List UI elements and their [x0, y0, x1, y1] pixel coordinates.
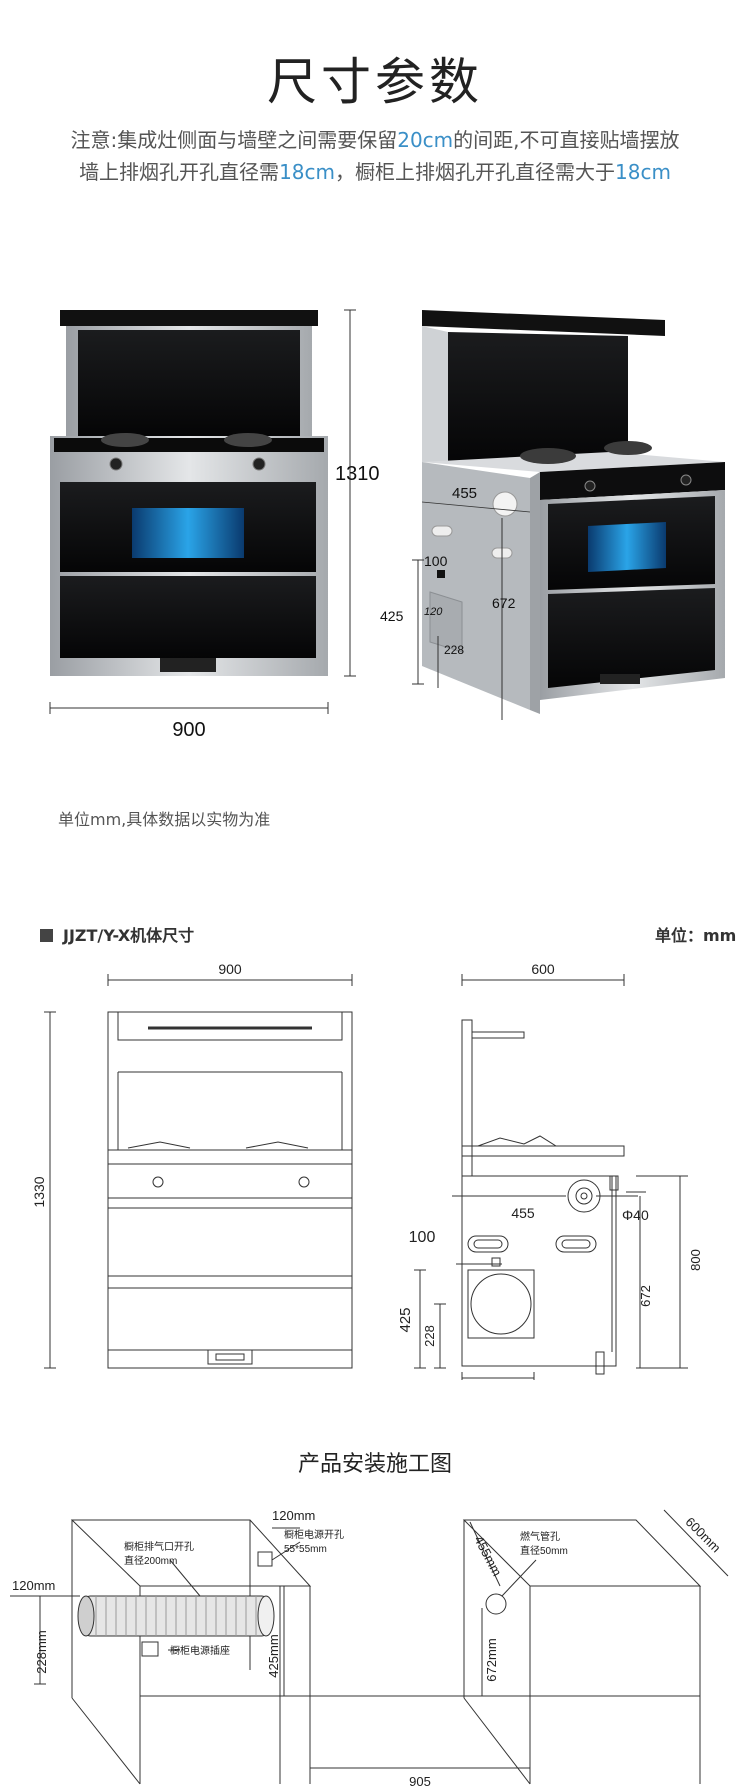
dim-672: 672mm	[484, 1638, 499, 1681]
note-highlight: 18cm	[615, 160, 671, 184]
side-depth-dim: 600	[531, 961, 555, 977]
side-knob-left-icon	[584, 480, 596, 492]
left-cabinet-outline	[70, 1519, 312, 1785]
spec-heading: JJZT/Y-X机体尺寸	[40, 922, 194, 946]
power-hole-label: 橱柜电源开孔	[284, 1528, 344, 1541]
width-dim: 900	[172, 719, 205, 741]
height-dim: 1310	[335, 463, 380, 485]
outlet-100-dim: 100	[409, 1229, 436, 1246]
unit-note: 单位mm,具体数据以实物为准	[58, 810, 271, 829]
outlet-height-dim: 425	[380, 608, 404, 624]
side-burner-right	[604, 441, 652, 455]
install-title: 产品安装施工图	[297, 1452, 452, 1477]
page-title: 尺寸参数	[267, 53, 483, 111]
note-text: 注意:集成灶侧面与墙壁之间需要保留	[70, 128, 398, 152]
pipe-diameter-dim: Φ40	[622, 1207, 649, 1223]
outlet-width-dim: 120	[424, 606, 443, 618]
top-hood	[60, 310, 318, 326]
right-cabinet-outline	[462, 1519, 702, 1785]
outlet-offset-dim: 100	[424, 553, 448, 569]
back-glass	[78, 330, 300, 436]
outlet-228-dim: 228	[422, 1325, 437, 1347]
front-height-dim: 1330	[31, 1176, 47, 1207]
exhaust-diameter: 直径200mm	[124, 1554, 177, 1567]
side-offset-dim: 455	[511, 1205, 535, 1221]
hob-glass	[54, 438, 324, 452]
dim-228: 228mm	[34, 1630, 49, 1673]
outlet-marker	[437, 570, 445, 578]
side-back-glass	[448, 332, 628, 464]
spec-heading-text: JJZT/Y-X机体尺寸	[63, 926, 195, 945]
dim-120-top: 120mm	[272, 1508, 315, 1523]
installation-drawing: 橱柜排气口开孔 直径200mm 橱柜电源开孔 55*55mm 橱柜电源插座 燃气…	[10, 1508, 729, 1789]
power-hole-icon	[257, 1551, 273, 1567]
sterilizer-window	[132, 508, 244, 558]
note-highlight: 20cm	[397, 128, 454, 152]
note-text: 的间距,不可直接贴墙摆放	[453, 128, 680, 152]
side-slot-1	[431, 525, 453, 537]
dim-120-left: 120mm	[12, 1578, 55, 1593]
side-lower-drawer	[548, 588, 715, 688]
lower-drawer	[60, 576, 316, 658]
right-672-dim: 672	[638, 1285, 653, 1307]
technical-drawings: 900 1330 600 455 Φ40 800 672 100 425 228…	[31, 961, 703, 1380]
gas-hole-icon	[485, 1593, 507, 1615]
burner-left	[101, 433, 149, 447]
side-top-hood	[422, 310, 665, 336]
knob-right-icon	[252, 457, 266, 471]
note-line-2: 墙上排烟孔开孔直径需18cm，橱柜上排烟孔开孔直径需大于18cm	[0, 156, 750, 185]
gas-hole-diameter: 直径50mm	[520, 1544, 568, 1557]
burner-right	[224, 433, 272, 447]
side-view-drawing	[414, 974, 688, 1380]
front-stove-photo	[50, 310, 328, 676]
right-800-dim: 800	[688, 1249, 703, 1271]
gas-hole-label: 燃气管孔	[520, 1530, 560, 1543]
depth-dim: 455	[452, 485, 477, 502]
outlet-bottom-dim: 228	[444, 643, 464, 657]
dim-905: 905	[409, 1774, 431, 1789]
heading-square-icon	[40, 929, 53, 942]
side-burner-left	[520, 448, 576, 464]
power-hole-size: 55*55mm	[284, 1544, 327, 1555]
socket-label: 橱柜电源插座	[170, 1644, 230, 1657]
note-text: ，橱柜上排烟孔开孔直径需大于	[335, 160, 615, 184]
exhaust-duct	[77, 1595, 275, 1637]
front-width-dim: 900	[218, 961, 242, 977]
dim-425: 425mm	[266, 1634, 281, 1677]
power-socket-icon	[141, 1641, 159, 1657]
side-sterilizer-window	[588, 522, 666, 572]
note-highlight: 18cm	[279, 160, 335, 184]
front-view-drawing	[44, 974, 353, 1369]
product-photos: 900 1310 455 672 100 425 120 228	[49, 309, 725, 741]
front-vent	[160, 658, 216, 672]
side-front-vent	[600, 674, 640, 684]
note-line-1: 注意:集成灶侧面与墙壁之间需要保留20cm的间距,不可直接贴墙摆放	[0, 124, 750, 153]
note-text: 墙上排烟孔开孔直径需	[79, 160, 280, 184]
hole-height-dim: 672	[492, 595, 516, 611]
knob-left-icon	[109, 457, 123, 471]
side-knob-right-icon	[680, 474, 692, 486]
unit-label: 单位：mm	[655, 926, 737, 945]
side-gas-hole	[492, 491, 518, 517]
exhaust-label: 橱柜排气口开孔	[124, 1540, 194, 1553]
side-hob-front	[540, 462, 725, 500]
outlet-425-dim: 425	[397, 1307, 414, 1332]
side-stove-photo	[422, 310, 725, 714]
